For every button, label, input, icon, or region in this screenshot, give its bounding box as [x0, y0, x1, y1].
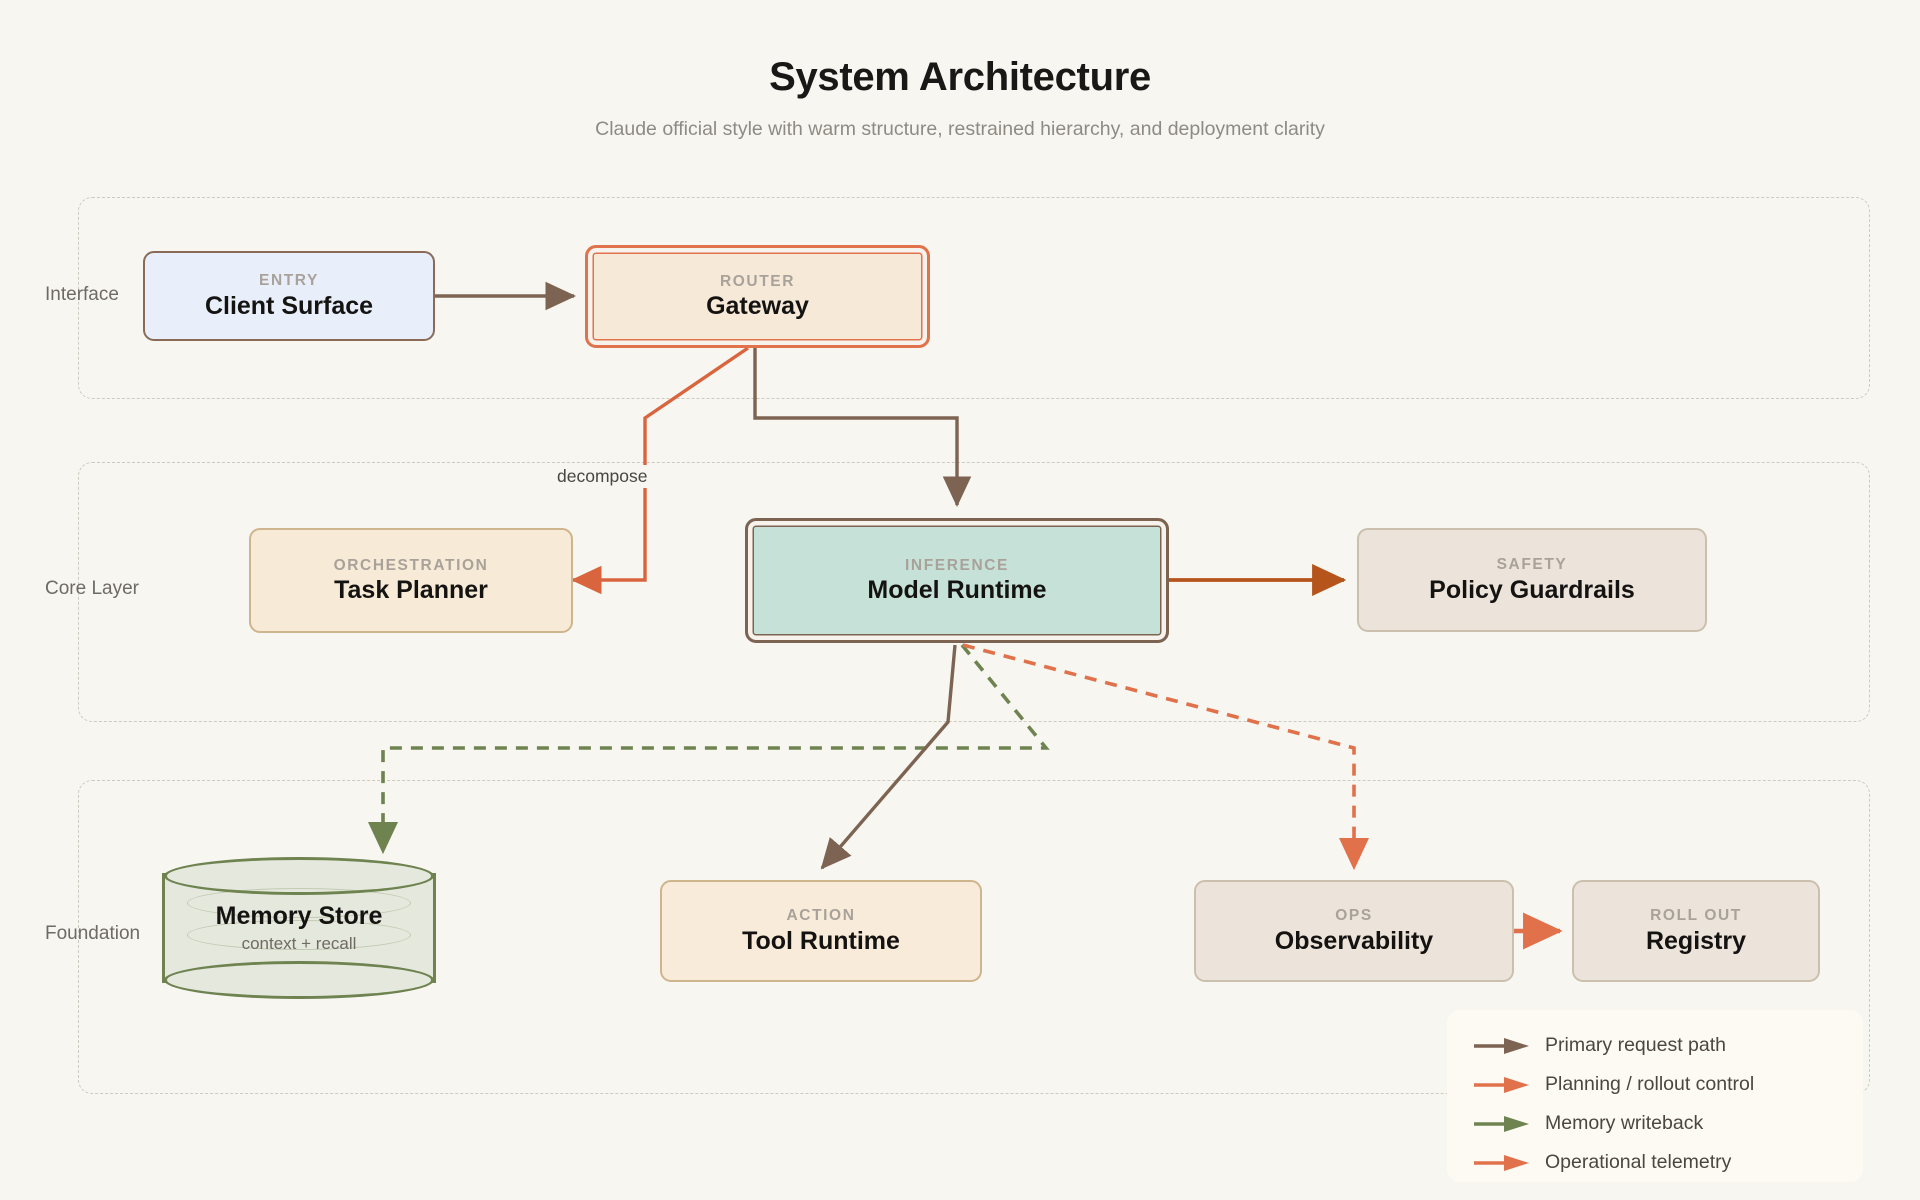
legend-arrow-icon — [1473, 1113, 1533, 1135]
node-kicker: INFERENCE — [905, 556, 1009, 574]
legend-item-planning-rollout[interactable]: Planning / rollout control — [1473, 1065, 1837, 1104]
legend-label: Memory writeback — [1545, 1112, 1704, 1134]
swimlane-label-core: Core Layer — [45, 578, 139, 599]
node-task-planner[interactable]: ORCHESTRATION Task Planner — [249, 528, 573, 633]
node-title: Client Surface — [204, 291, 374, 320]
legend-item-operational-telemetry[interactable]: Operational telemetry — [1473, 1143, 1837, 1182]
page-title: System Architecture — [769, 55, 1151, 99]
legend-arrow-icon — [1473, 1035, 1533, 1057]
page-subtitle: Claude official style with warm structur… — [595, 118, 1325, 140]
swimlane-label-foundation: Foundation — [45, 923, 141, 944]
node-title: Tool Runtime — [742, 926, 900, 955]
cylinder-cap-bottom — [164, 961, 434, 999]
cylinder-ring-lower — [187, 920, 411, 950]
node-content: Memory Store context + recall — [216, 902, 383, 954]
node-kicker: ENTRY — [259, 272, 319, 290]
node-subtitle: context + recall — [241, 934, 357, 954]
node-kicker: OPS — [1335, 907, 1373, 925]
legend-arrow-icon — [1473, 1074, 1533, 1096]
legend-label: Primary request path — [1545, 1034, 1726, 1056]
node-title: Observability — [1274, 926, 1434, 955]
legend-arrow-icon — [1473, 1152, 1533, 1174]
node-title: Registry — [1645, 926, 1747, 955]
node-content: ORCHESTRATION Task Planner — [334, 557, 489, 604]
node-title: Memory Store — [215, 902, 383, 931]
node-model-runtime[interactable]: INFERENCE Model Runtime — [745, 518, 1169, 643]
edge-label-decompose-label: decompose — [552, 465, 653, 488]
swimlane-interface — [78, 197, 1870, 399]
node-gateway[interactable]: ROUTER Gateway — [585, 245, 930, 348]
cylinder-ring-upper — [187, 888, 411, 918]
node-content: INFERENCE Model Runtime — [867, 557, 1046, 604]
node-title: Gateway — [706, 292, 809, 321]
node-title: Policy Guardrails — [1429, 575, 1635, 604]
node-memory-store[interactable]: Memory Store context + recall — [162, 857, 436, 999]
node-content: ROUTER Gateway — [706, 273, 809, 320]
node-kicker: ROUTER — [719, 272, 796, 290]
node-kicker: ROLL OUT — [1650, 907, 1742, 925]
swimlane-label-interface: Interface — [45, 284, 119, 305]
legend-item-memory-writeback[interactable]: Memory writeback — [1473, 1104, 1837, 1143]
node-title: Model Runtime — [867, 576, 1047, 605]
node-title: Task Planner — [334, 576, 488, 605]
node-kicker: ORCHESTRATION — [333, 556, 489, 574]
legend-label: Planning / rollout control — [1545, 1073, 1755, 1095]
node-kicker: ACTION — [786, 907, 856, 925]
node-kicker: SAFETY — [1496, 556, 1568, 574]
legend-item-primary-request-path[interactable]: Primary request path — [1473, 1026, 1837, 1065]
legend-label: Operational telemetry — [1545, 1151, 1732, 1173]
